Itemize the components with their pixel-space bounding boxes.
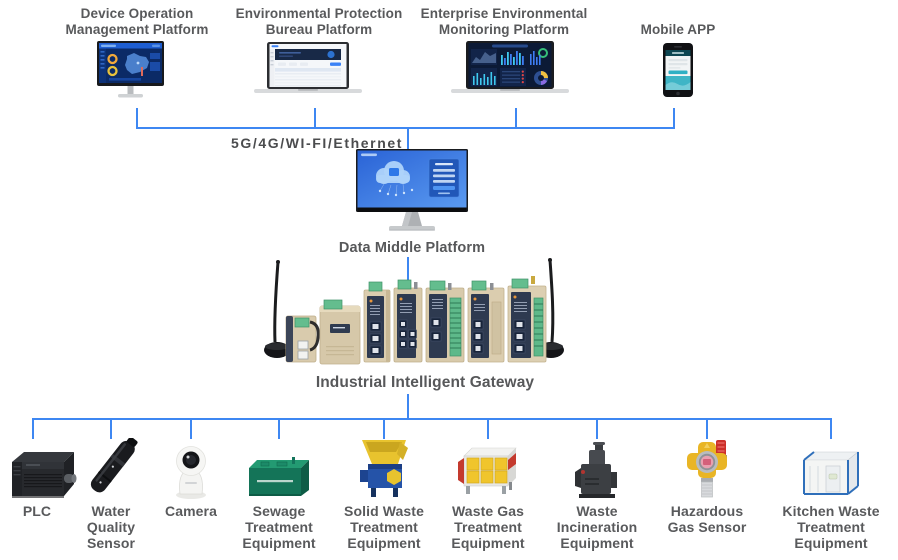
gateway-label: Industrial Intelligent Gateway xyxy=(315,374,535,391)
connector-drop-water-sensor xyxy=(110,419,112,439)
kitchen-waste-treatment-icon xyxy=(776,438,886,500)
connector-drop-hazardous xyxy=(706,419,708,439)
solid-waste-shredder-icon xyxy=(329,438,439,500)
plc-icon xyxy=(0,438,92,500)
sewage-treatment-icon xyxy=(224,438,334,500)
connector-data-platform-to-gateway xyxy=(407,257,409,293)
connector-gateway-to-bottom-bus xyxy=(407,394,409,419)
connector-drop-sewage xyxy=(278,419,280,439)
bottom-item-camera: Camera xyxy=(136,438,246,560)
connector-bottom-bus xyxy=(32,418,832,420)
connector-stub-device-operation xyxy=(136,108,138,128)
laptop-dark-dashboard-icon xyxy=(451,41,569,101)
data-middle-platform-label: Data Middle Platform xyxy=(338,240,486,256)
connector-stub-mobile xyxy=(673,108,675,128)
bottom-item-label: Sewage Treatment Equipment xyxy=(242,503,316,551)
bottom-item-label: Camera xyxy=(165,503,217,519)
connector-stub-enterprise xyxy=(515,108,517,128)
smartphone-login-icon xyxy=(663,43,693,102)
bottom-item-waste-gas: Waste Gas Treatment Equipment xyxy=(433,438,543,560)
bottom-item-sewage: Sewage Treatment Equipment xyxy=(224,438,334,560)
connector-top-bus xyxy=(136,127,675,129)
bottom-item-solid-waste: Solid Waste Treatment Equipment xyxy=(329,438,439,560)
platform-label-enterprise-monitoring: Enterprise Environmental Monitoring Plat… xyxy=(420,6,588,37)
connector-drop-waste-gas xyxy=(487,419,489,439)
bottom-item-kitchen-waste: Kitchen Waste Treatment Equipment xyxy=(776,438,886,560)
connector-drop-kitchen-waste xyxy=(830,419,832,439)
network-label: 5G/4G/WI-FI/Ethernet xyxy=(230,135,403,151)
water-quality-sensor-icon xyxy=(56,438,166,500)
gateway-cluster-icon xyxy=(258,258,568,371)
bottom-item-water-sensor: Water Quality Sensor xyxy=(56,438,166,560)
bottom-item-hazardous: Hazardous Gas Sensor xyxy=(652,438,762,560)
connector-drop-plc xyxy=(32,419,34,439)
bottom-item-plc: PLC xyxy=(0,438,92,560)
platform-label-env-bureau: Environmental Protection Bureau Platform xyxy=(235,6,403,37)
hazardous-gas-sensor-icon xyxy=(652,438,762,500)
connector-drop-camera xyxy=(190,419,192,439)
connector-drop-incineration xyxy=(596,419,598,439)
waste-incineration-icon xyxy=(542,438,652,500)
laptop-admin-table-icon xyxy=(254,42,362,101)
connector-stub-env-bureau xyxy=(314,108,316,128)
bottom-item-label: PLC xyxy=(22,503,52,519)
desktop-dashboard-icon xyxy=(97,41,164,106)
bottom-item-incineration: Waste Incineration Equipment xyxy=(542,438,652,560)
bottom-item-label: Waste Incineration Equipment xyxy=(556,503,638,551)
camera-icon xyxy=(136,438,246,500)
bottom-item-label: Kitchen Waste Treatment Equipment xyxy=(782,503,880,551)
monitor-cloud-login-icon xyxy=(356,149,468,238)
bottom-item-label: Hazardous Gas Sensor xyxy=(667,503,747,535)
connector-bus-to-data-platform xyxy=(407,128,409,153)
waste-gas-treatment-icon xyxy=(433,438,543,500)
platform-label-mobile-app: Mobile APP xyxy=(640,22,716,37)
connector-drop-solid-waste xyxy=(383,419,385,439)
platform-label-device-operation: Device Operation Management Platform xyxy=(65,6,209,37)
bottom-item-label: Solid Waste Treatment Equipment xyxy=(344,503,424,551)
bottom-item-label: Water Quality Sensor xyxy=(86,503,136,551)
bottom-item-label: Waste Gas Treatment Equipment xyxy=(451,503,525,551)
